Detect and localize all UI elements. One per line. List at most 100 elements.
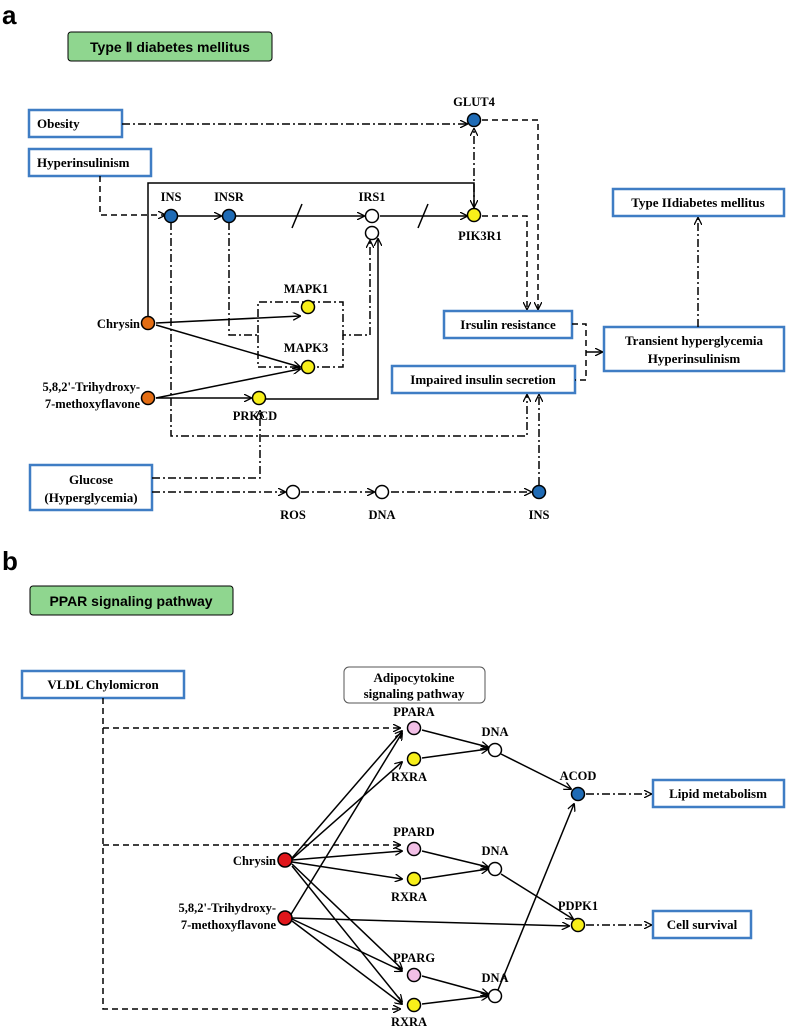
panel-b-title: PPAR signaling pathway <box>29 585 234 616</box>
panel-a-title: Type Ⅱ diabetes mellitus <box>67 31 273 62</box>
chrysin-label-a: Chrysin <box>97 317 140 331</box>
panel-a-letter: a <box>2 0 17 30</box>
mapk1-label: MAPK1 <box>284 282 328 296</box>
acod-node <box>570 786 586 802</box>
edge-chrysin-rxra1 <box>291 762 402 860</box>
edge-chrysin-ppara <box>291 731 402 859</box>
panel-a-nodes: GLUT4 INS INSR IRS1 PIK3R1 MAPK1 MAPK3 P… <box>43 95 550 522</box>
ppard-label: PPARD <box>393 825 434 839</box>
edge-chrysin-pparg <box>291 863 402 969</box>
vldl-box: VLDL Chylomicron <box>20 669 186 700</box>
mapk3-node <box>300 359 316 375</box>
rxra1-label: RXRA <box>391 770 427 784</box>
prkcd-label: PRKCD <box>233 409 277 423</box>
irsulin-resistance-label: Irsulin resistance <box>460 317 556 332</box>
ppara-node <box>406 720 422 736</box>
ins-node <box>163 208 179 224</box>
edge-chrysin-rxra3 <box>291 865 402 1002</box>
rxra2-node <box>406 871 422 887</box>
edge-ppara-dna1 <box>421 729 488 747</box>
panel-b-letter: b <box>2 546 18 576</box>
transient-label-2: Hyperinsulinism <box>648 351 741 366</box>
obesity-box: Obesity <box>27 108 124 139</box>
thmf-label-a-2: 7-methoxyflavone <box>45 397 141 411</box>
panel-a-title-text: Type Ⅱ diabetes mellitus <box>90 39 250 55</box>
rxra3-label: RXRA <box>391 1015 427 1029</box>
edge-rxra3-dna3 <box>421 996 488 1005</box>
edge-ins-impaired <box>170 222 527 437</box>
edge-chrysin-pik3r1 <box>147 182 474 322</box>
irs1-node-lower <box>364 225 380 241</box>
mapk3-label: MAPK3 <box>284 341 328 355</box>
pdpk1-label: PDPK1 <box>558 899 598 913</box>
edge-vldl-pparg <box>102 698 400 1009</box>
panel-b-edges <box>102 698 651 1009</box>
edge-mapk-group <box>257 335 344 368</box>
vldl-label: VLDL Chylomicron <box>47 677 159 692</box>
edge-chrysin-ppard <box>291 851 402 861</box>
irs1-label: IRS1 <box>358 190 385 204</box>
pparg-node <box>406 967 422 983</box>
mapk1-node <box>300 299 316 315</box>
impaired-secretion-box: Impaired insulin secretion <box>390 364 577 395</box>
adipo-label-2: signaling pathway <box>364 686 465 701</box>
thmf-node-a <box>140 390 156 406</box>
thmf-node-b <box>277 910 293 926</box>
edge-hyper-ins <box>99 176 165 215</box>
edge-chrysin-mapk3 <box>155 324 300 367</box>
pik3r1-node <box>466 207 482 223</box>
edge-glut4-resistance <box>482 119 538 309</box>
edge-thmf-pparg <box>291 918 402 971</box>
rxra3-node <box>406 997 422 1013</box>
acod-label: ACOD <box>560 769 597 783</box>
edge-chrysin-rxra2 <box>291 861 402 879</box>
t2dm-label: Type IIdiabetes mellitus <box>631 195 764 210</box>
insr-node <box>221 208 237 224</box>
transient-label-1: Transient hyperglycemia <box>625 333 764 348</box>
dna2-label: DNA <box>481 844 508 858</box>
thmf-label-b-2: 7-methoxyflavone <box>181 918 277 932</box>
lipid-metabolism-box: Lipid metabolism <box>651 778 786 809</box>
glucose-label-1: Glucose <box>69 472 113 487</box>
pdpk1-node <box>570 917 586 933</box>
dna1-node <box>487 742 503 758</box>
edge-rxra1-dna1 <box>421 749 488 759</box>
edge-chrysin-mapk1 <box>155 316 300 324</box>
ins2-label: INS <box>529 508 550 522</box>
pik3r1-label: PIK3R1 <box>458 229 502 243</box>
edge-thmf-mapk3 <box>155 369 300 399</box>
edge-mapk-irs1 <box>228 222 370 336</box>
hyperinsulinism-label: Hyperinsulinism <box>37 155 130 170</box>
panel-b-nodes: PPARA RXRA PPARD RXRA PPARG RXRA DNA DNA… <box>179 705 599 1029</box>
dna-node-a <box>374 484 390 500</box>
dna2-node <box>487 861 503 877</box>
edge-pik3r1-resistance <box>482 215 527 309</box>
edge-ppard-dna2 <box>421 850 488 867</box>
edge-dna1-acod <box>500 753 571 789</box>
thmf-label-a-1: 5,8,2'-Trihydroxy- <box>43 380 140 394</box>
edge-thmf-ppara <box>289 733 402 917</box>
obesity-label: Obesity <box>37 116 80 131</box>
edge-pparg-dna3 <box>421 975 488 994</box>
survival-label: Cell survival <box>667 917 738 932</box>
ins2-node <box>531 484 547 500</box>
panel-a-edges <box>99 119 698 492</box>
chrysin-node-a <box>140 315 156 331</box>
adipo-label-1: Adipocytokine <box>374 670 455 685</box>
hyperinsulinism-box: Hyperinsulinism <box>27 147 153 178</box>
edge-dna3-acod <box>497 804 574 991</box>
pparg-label: PPARG <box>393 951 435 965</box>
adipocytokine-box: Adipocytokine signaling pathway <box>343 666 486 704</box>
chrysin-node-b <box>277 852 293 868</box>
edge-thmf-rxra3 <box>291 920 402 1004</box>
ros-label: ROS <box>280 508 306 522</box>
prkcd-node <box>251 390 267 406</box>
ins-label: INS <box>161 190 182 204</box>
dna3-node <box>487 988 503 1004</box>
panel-b-title-text: PPAR signaling pathway <box>49 593 212 609</box>
rxra2-label: RXRA <box>391 890 427 904</box>
dna3-label: DNA <box>481 971 508 985</box>
rxra1-node <box>406 751 422 767</box>
transient-box: Transient hyperglycemia Hyperinsulinism <box>602 325 786 373</box>
thmf-label-b-1: 5,8,2'-Trihydroxy- <box>179 901 276 915</box>
